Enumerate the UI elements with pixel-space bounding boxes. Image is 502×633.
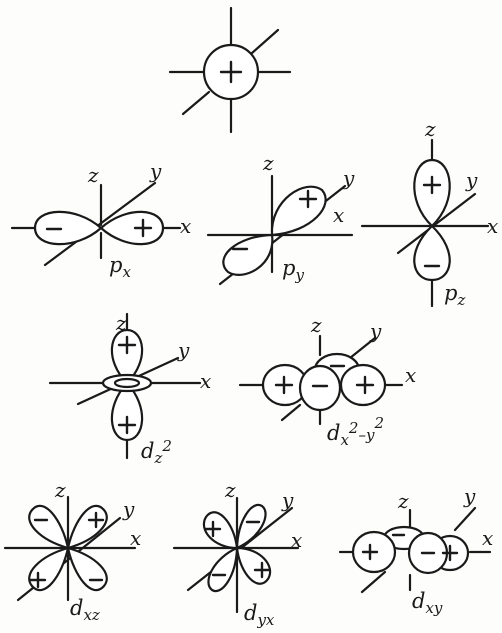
px-neg-lobe [33, 210, 103, 246]
z-axis-label: z [54, 478, 66, 502]
y-axis-label: y [342, 166, 355, 190]
z-axis-label: z [310, 313, 322, 337]
pz-orbital: z y x pz [360, 117, 498, 309]
x-axis-label: x [482, 526, 493, 550]
y-axis-label: y [465, 168, 478, 192]
dz2-torus [101, 373, 153, 393]
z-axis-label: z [397, 489, 409, 513]
dxz-neg-ul-lobe [28, 504, 70, 550]
y-axis-label: y [177, 338, 190, 362]
dz2-label: dz2 [141, 437, 172, 467]
dxy-label: dxy [412, 589, 443, 617]
y-axis-label: y [369, 319, 382, 343]
x-axis-label: x [291, 528, 302, 552]
dz2-orbital: z y x dz2 [48, 311, 211, 467]
x-axis-label: x [405, 363, 416, 387]
z-axis-label: z [262, 151, 274, 175]
pz-neg-lobe [413, 224, 451, 282]
y-axis-label: y [281, 488, 294, 512]
x-axis-label: x [180, 214, 191, 238]
px-orbital: z y x px [10, 159, 191, 281]
px-label: px [109, 253, 131, 281]
y-axis-label: y [122, 497, 135, 521]
pz-label: pz [444, 281, 465, 309]
py-orbital: z y x py [206, 151, 355, 286]
dxz-neg-lr-lobe [66, 546, 108, 592]
dyx-label: dyx [244, 601, 275, 629]
dxy-orbital: z y x dxy [338, 484, 493, 617]
dxz-pos-ur-lobe [66, 504, 108, 550]
dyx-orbital: z y x dyx [172, 478, 302, 629]
plus-sign [219, 60, 243, 84]
dyx-neg-ur-lobe [235, 503, 267, 550]
z-axis-label: z [424, 117, 436, 141]
dyx-pos-lr-lobe [235, 546, 272, 585]
dyx-neg-ll-lobe [207, 546, 239, 593]
py-pos-lobe [270, 185, 327, 237]
py-neg-lobe [222, 233, 274, 276]
y-axis-label: y [149, 159, 162, 183]
z-axis-label: z [224, 478, 236, 502]
x-axis-label: x [130, 526, 141, 550]
dx2y2-label: dx2–y2 [327, 414, 384, 449]
z-axis-label: z [87, 163, 99, 187]
py-label: py [282, 256, 304, 284]
y-axis-label: y [463, 484, 476, 508]
s-orbital [168, 6, 292, 134]
dxz-label: dxz [70, 596, 100, 624]
dx2y2-neg-front-lobe [298, 364, 342, 412]
dx2y2-orbital: z y x dx2–y2 [238, 313, 416, 449]
dxz-pos-ll-lobe [28, 546, 70, 592]
px-pos-lobe [99, 210, 165, 246]
x-axis-label: x [487, 214, 498, 238]
x-axis-label: x [333, 203, 344, 227]
z-axis-label: z [115, 311, 127, 335]
dxz-orbital: z y x dxz [3, 478, 141, 624]
x-axis-label: x [200, 369, 211, 393]
dz2-pos-top-lobe [110, 328, 144, 385]
